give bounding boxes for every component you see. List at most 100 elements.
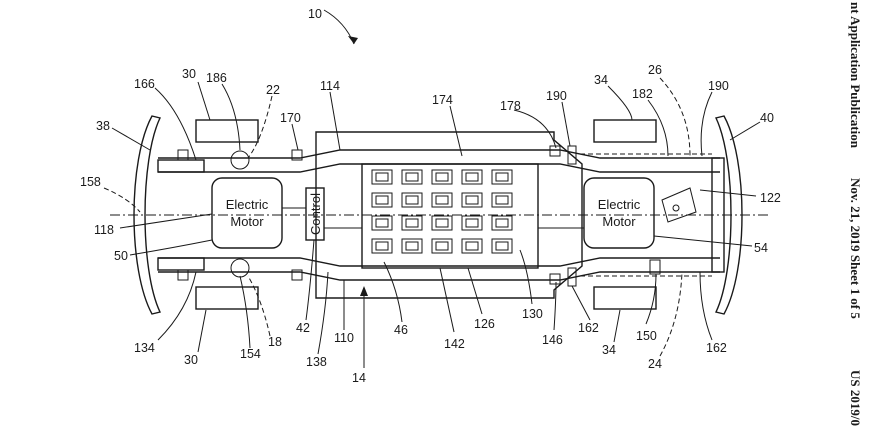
battery-cell	[431, 169, 453, 185]
ref-10: 10	[308, 7, 322, 21]
ref-178: 178	[500, 99, 521, 113]
battery-cell	[431, 215, 453, 231]
ref-30-top: 30	[182, 67, 196, 81]
battery-cell-inner	[465, 218, 479, 228]
battery-cell-inner	[405, 241, 419, 251]
battery-cell-inner	[375, 218, 389, 228]
battery-cell-inner	[435, 218, 449, 228]
ref-170: 170	[280, 111, 301, 125]
rear-motor-label-line2: Motor	[602, 214, 636, 229]
battery-enclosure	[315, 131, 583, 299]
ref-50: 50	[114, 249, 128, 263]
battery-cell	[461, 238, 483, 254]
battery-cell	[431, 192, 453, 208]
ref-22: 22	[266, 83, 280, 97]
front-hub-upper	[230, 150, 250, 170]
ref-118: 118	[94, 223, 114, 237]
battery-cell-inner	[495, 195, 509, 205]
battery-cell-inner	[375, 195, 389, 205]
front-motor-label-line2: Motor	[230, 214, 264, 229]
battery-cell-inner	[495, 172, 509, 182]
ref-138: 138	[306, 355, 327, 369]
battery-cell	[371, 192, 393, 208]
battery-cell	[401, 192, 423, 208]
chassis-frame	[157, 145, 725, 287]
battery-cells	[371, 169, 513, 254]
header-number: US 2019/0	[848, 370, 863, 426]
battery-cell-inner	[375, 241, 389, 251]
bracket-mid-upper	[291, 149, 303, 161]
battery-cell	[401, 238, 423, 254]
header-date-sheet: Nov. 21, 2019 Sheet 1 of 5	[848, 178, 863, 319]
battery-cell	[371, 169, 393, 185]
ref-190-top: 190	[546, 89, 567, 103]
ref-190-right: 190	[708, 79, 729, 93]
battery-cell	[371, 238, 393, 254]
wheel-front-left	[195, 119, 259, 143]
bumpers	[133, 115, 743, 315]
ref-14: 14	[352, 371, 366, 385]
front-crossmember	[157, 159, 205, 173]
battery-cell	[491, 192, 513, 208]
ref-162-mid: 162	[578, 321, 599, 335]
ref-30-bottom: 30	[184, 353, 198, 367]
upper-rail-inner	[158, 163, 720, 173]
ref-162-right: 162	[706, 341, 727, 355]
upper-rail	[158, 149, 720, 159]
ref-150: 150	[636, 329, 657, 343]
lower-rail	[158, 257, 720, 267]
ref-158: 158	[80, 175, 101, 189]
battery-cell-inner	[435, 241, 449, 251]
rear-bumper	[715, 115, 743, 315]
wheel-rear-left	[593, 119, 657, 143]
battery-cell-inner	[495, 218, 509, 228]
ref-114: 114	[320, 79, 340, 93]
front-bumper	[133, 115, 161, 315]
ref-42: 42	[296, 321, 310, 335]
front-motor-box	[211, 177, 283, 249]
bracket-rear-upper	[549, 145, 561, 157]
wheel-front-right	[195, 286, 259, 310]
battery-pack	[361, 163, 539, 269]
ref-130: 130	[522, 307, 543, 321]
battery-cell	[491, 215, 513, 231]
battery-tray	[315, 131, 583, 299]
ref-146: 146	[542, 333, 563, 347]
battery-cell-inner	[405, 172, 419, 182]
ref-34-bottom: 34	[602, 343, 616, 357]
battery-cell-inner	[375, 172, 389, 182]
ref-40: 40	[760, 111, 774, 125]
battery-cell-inner	[405, 195, 419, 205]
rear-motor-unit: Electric Motor	[583, 177, 655, 249]
ref-126: 126	[474, 317, 495, 331]
battery-cell-inner	[465, 195, 479, 205]
rear-motor-label-line1: Electric	[598, 197, 641, 212]
rear-component	[661, 187, 697, 223]
front-crossmember-lower	[157, 257, 205, 271]
ref-110: 110	[334, 331, 354, 345]
ref-38: 38	[96, 119, 110, 133]
bracket-190	[567, 145, 577, 165]
battery-cell-inner	[435, 172, 449, 182]
ref-154: 154	[240, 347, 261, 361]
wheels	[195, 119, 657, 310]
bracket-front-lower	[177, 269, 189, 281]
ref-46: 46	[394, 323, 408, 337]
battery-cell	[401, 169, 423, 185]
leader-lines	[103, 9, 761, 368]
ref-24: 24	[648, 357, 662, 371]
battery-cell	[461, 215, 483, 231]
bracket-150	[649, 259, 661, 275]
battery-cell	[491, 238, 513, 254]
ref-34-top: 34	[594, 73, 608, 87]
ref-134: 134	[134, 341, 155, 355]
ref-186: 186	[206, 71, 227, 85]
battery-cell	[461, 169, 483, 185]
rear-crossmember	[711, 157, 725, 273]
reference-numerals: 10 30 186 166 22 38 170 114 174 178 190 …	[80, 7, 781, 385]
patent-header: nt Application Publication Nov. 21, 2019…	[848, 2, 863, 426]
rear-component-dot	[672, 204, 680, 212]
battery-cell	[401, 215, 423, 231]
control-box	[305, 187, 325, 241]
bracket-front-upper	[177, 149, 189, 161]
